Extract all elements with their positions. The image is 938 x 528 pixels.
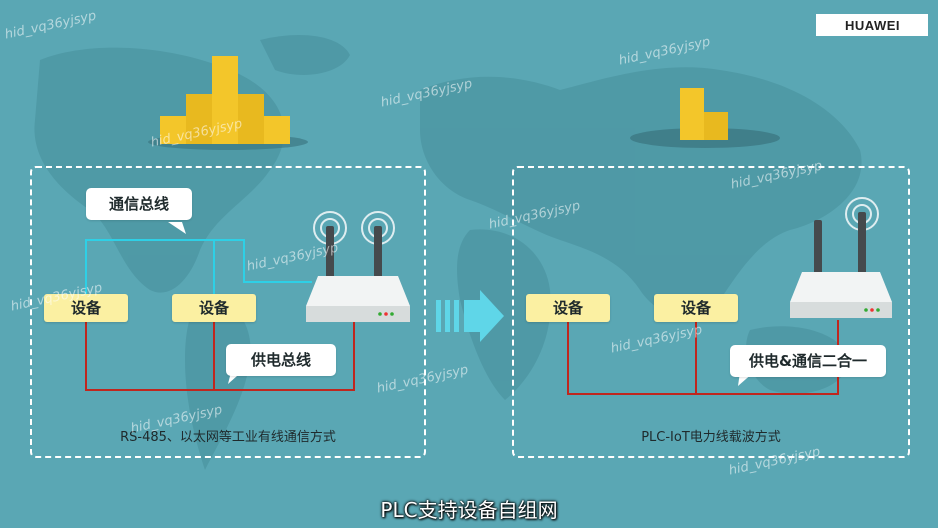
right-device-2: 设备 [654,294,738,322]
comm-bubble-tail [168,222,186,234]
right-panel [512,166,910,458]
left-panel [30,166,426,458]
brand-logo: HUAWEI [816,14,928,36]
brand-name: HUAWEI [845,17,900,33]
left-device-1: 设备 [44,294,128,322]
coin-stacks-large [148,56,308,150]
combined-power-comm-label: 供电&通信二合一 [730,345,886,377]
coin-stacks-small [630,88,780,148]
video-subtitle: PLC支持设备自组网 [380,498,558,522]
right-router [790,197,892,318]
left-router [306,211,410,322]
left-panel-caption: RS-485、以太网等工业有线通信方式 [120,430,336,445]
power-bus-label: 供电总线 [226,344,336,376]
power-bus-line [85,320,355,391]
transition-arrow-icon [436,290,504,342]
right-device-1: 设备 [526,294,610,322]
communication-bus-label: 通信总线 [86,188,192,220]
left-device-2: 设备 [172,294,256,322]
communication-bus-line [85,239,312,296]
right-panel-caption: PLC-IoT电力线载波方式 [641,430,781,445]
